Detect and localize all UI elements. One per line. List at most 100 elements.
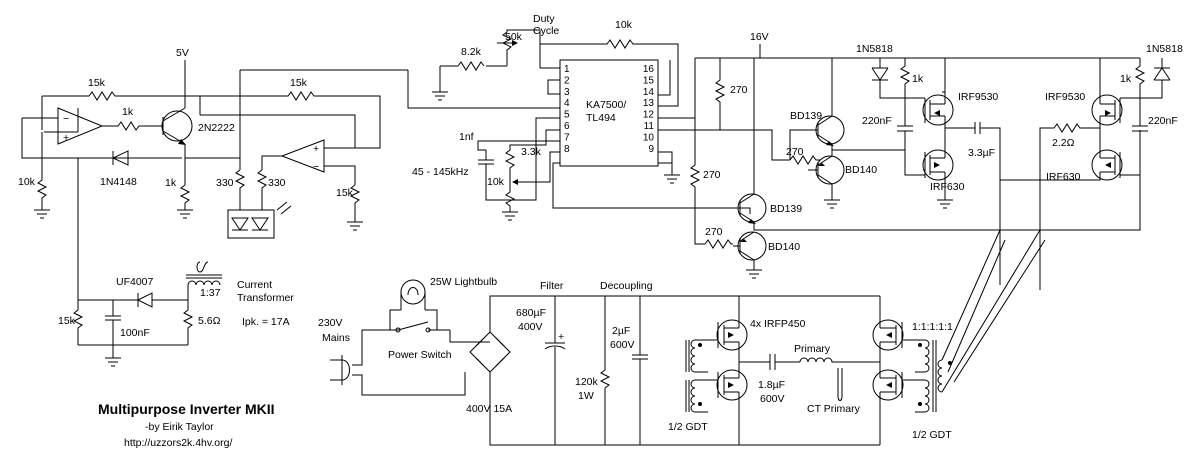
- label-mains-line1: 230V: [318, 317, 343, 329]
- label-r-feedback: 10k: [615, 19, 633, 31]
- label-ct-name-line2: Transformer: [237, 292, 294, 304]
- label-q-2n2222: 2N2222: [198, 122, 235, 134]
- ic-name-line2: TL494: [586, 112, 616, 124]
- label-c-1u8-line1: 1.8µF: [758, 379, 785, 391]
- label-mains-line2: Mains: [322, 332, 350, 344]
- label-ct-primary: CT Primary: [807, 403, 861, 415]
- label-bd139-top: BD139: [790, 110, 822, 122]
- label-duty-cycle-line2: Cycle: [533, 25, 559, 37]
- label-cap-3u3: 3.3µF: [968, 147, 995, 159]
- ic-pin-right: 10: [643, 132, 655, 143]
- ic-wiring-right: [658, 60, 720, 131]
- label-r-5r6: 5.6Ω: [198, 315, 221, 327]
- label-r-270-top: 270: [730, 84, 748, 96]
- label-r-120k-line2: 1W: [578, 390, 594, 402]
- label-pot-freq: 10k: [487, 176, 505, 188]
- full-bridge: 4x IRFP450 1/2 GDT 1.8µF 600V Primary CT…: [668, 128, 1046, 445]
- label-r-15k-right: 15k: [336, 187, 354, 199]
- title-name: Multipurpose Inverter MKII: [98, 401, 275, 417]
- label-r-330-a: 330: [216, 177, 234, 189]
- label-gdt-right: 1/2 GDT: [912, 429, 952, 441]
- ic-pin-right: 12: [643, 110, 655, 121]
- label-supply-16v: 16V: [750, 31, 769, 43]
- label-c-timing: 1nf: [459, 131, 474, 143]
- mains-rectifier: 230V Mains 25W Lightbulb Power Switch 40…: [318, 276, 555, 446]
- ic-pin-right: 11: [644, 121, 655, 132]
- gate-driver: 16V 270 270 270 BD139 BD140 BD139: [689, 31, 1141, 279]
- ic-pin-left: 1: [564, 64, 570, 75]
- label-ipk: Ipk. = 17A: [242, 316, 290, 328]
- label-r-270-base: 270: [786, 146, 804, 158]
- ic-pin-right: 13: [643, 98, 655, 109]
- op-plus-right: +: [313, 143, 319, 155]
- label-c-100n: 100nF: [120, 327, 150, 339]
- label-duty-cycle-line1: Duty: [533, 13, 555, 25]
- ic-pin-left: 2: [564, 75, 570, 86]
- label-c-2u-line2: 600V: [610, 339, 635, 351]
- label-r-2r2: 2.2Ω: [1052, 137, 1075, 149]
- label-r-270-low: 270: [705, 226, 723, 238]
- label-c-1u8-line2: 600V: [760, 393, 785, 405]
- label-irf9530-left: IRF9530: [958, 91, 998, 103]
- label-r-10k-left: 10k: [18, 176, 36, 188]
- label-r-duty-pot: 50k: [505, 31, 523, 43]
- label-r-120k-line1: 120k: [575, 376, 599, 388]
- label-r-1k-right: 1k: [1120, 73, 1132, 85]
- label-bd140-low: BD140: [768, 241, 800, 253]
- op-minus-right: −: [313, 161, 319, 173]
- label-ct-ratio: 1:37: [200, 287, 221, 299]
- label-c-680u-line2: 400V: [518, 321, 543, 333]
- label-ct-name-line1: Current: [237, 279, 272, 291]
- label-decoupling: Decoupling: [600, 280, 653, 292]
- ic-pin-right: 9: [648, 144, 654, 155]
- ic-pin-right: 14: [643, 87, 655, 98]
- label-r-15k-top-left: 15k: [88, 77, 106, 89]
- label-bd139-low: BD139: [770, 203, 802, 215]
- ic-wiring-left: [240, 67, 751, 214]
- ic-pin-left: 7: [564, 132, 570, 143]
- ic-pin-left: 6: [564, 121, 570, 132]
- cap-plus: +: [558, 331, 564, 343]
- label-r-1k-base: 1k: [122, 106, 134, 118]
- current-transformer: UF4007 15k 100nF 5.6Ω 1:37 Current Trans…: [58, 261, 294, 367]
- label-bridge: 400V 15A: [466, 403, 512, 415]
- label-c-680u-line1: 680µF: [516, 307, 546, 319]
- label-gdt-left: 1/2 GDT: [668, 421, 708, 433]
- ic-pin-left: 3: [564, 87, 570, 98]
- label-gdt-ratio: 1:1:1:1:1: [912, 321, 953, 333]
- label-supply-5v: 5V: [176, 47, 189, 59]
- dc-bus: Filter + 680µF 400V 120k 1W Decoupling 2…: [516, 280, 880, 446]
- label-bd140-top: BD140: [845, 164, 877, 176]
- mosfet-driver-right: 1N5818 1k IRF9530 220nF 2.2Ω IRF630: [1000, 43, 1183, 290]
- label-r-330-b: 330: [268, 177, 286, 189]
- label-diode-right: 1N5818: [1146, 43, 1183, 55]
- label-lightbulb: 25W Lightbulb: [430, 276, 497, 288]
- label-irfp450: 4x IRFP450: [750, 318, 806, 330]
- label-irf630-left: IRF630: [930, 181, 965, 193]
- label-irf630-right: IRF630: [1046, 171, 1081, 183]
- label-c-2u-line1: 2µF: [612, 325, 630, 337]
- label-cap-220n-right: 220nF: [1148, 115, 1178, 127]
- ic-pin-left: 4: [564, 98, 570, 109]
- label-freq-range: 45 - 145kHz: [412, 166, 469, 178]
- label-r-15k-top-right: 15k: [290, 77, 308, 89]
- label-diode-left: 1N5818: [856, 43, 893, 55]
- label-irf9530-right: IRF9530: [1045, 91, 1085, 103]
- label-primary: Primary: [794, 343, 831, 355]
- title-author: -by Eirik Taylor: [145, 421, 214, 433]
- current-sense-section: 5V − + 15k 10k 1k 2N2222 1k 1N4148 15k: [18, 47, 381, 300]
- op-minus-left: −: [63, 113, 69, 125]
- title-block: Multipurpose Inverter MKII -by Eirik Tay…: [98, 401, 275, 449]
- ic-pin-right: 15: [643, 75, 655, 86]
- label-r-1k-left: 1k: [912, 73, 924, 85]
- label-r-15k-ct: 15k: [58, 315, 76, 327]
- duty-cycle-network: 8.2k 50k Duty Cycle 10k 1nf 45 - 145kHz …: [412, 13, 680, 221]
- label-d-uf4007: UF4007: [116, 276, 154, 288]
- label-r-3k3: 3.3k: [521, 146, 542, 158]
- ic-pin-right: 16: [643, 64, 655, 75]
- label-r-timing: 8.2k: [461, 46, 482, 58]
- ic-name-line1: KA7500/: [586, 99, 626, 111]
- label-power-switch: Power Switch: [388, 349, 452, 361]
